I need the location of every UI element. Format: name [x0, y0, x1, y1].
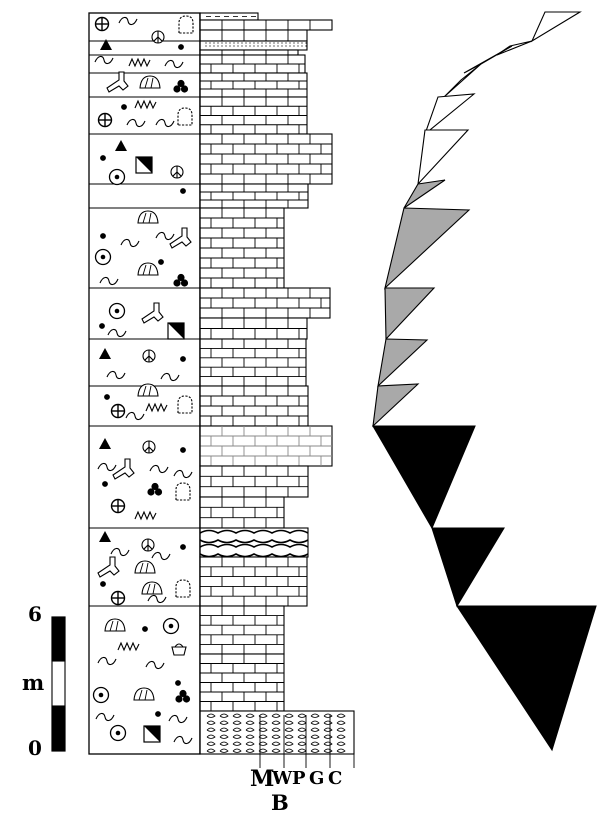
legend-p: P [292, 770, 306, 788]
lithology-bed [200, 606, 284, 654]
peace-fossil-icon [143, 441, 155, 453]
lithology-bed [200, 134, 332, 184]
peace-fossil-icon [143, 350, 155, 362]
scale-top-label: 6 [28, 604, 42, 624]
lithology-bed [200, 50, 298, 55]
lithology-bed [200, 208, 284, 288]
lithology-bed [200, 97, 307, 134]
plus-fossil-icon [112, 592, 125, 605]
lithology-bed [200, 528, 308, 557]
plus-fossil-icon [112, 500, 125, 513]
plus-fossil-icon [96, 18, 109, 31]
dot-fossil-icon [104, 394, 110, 400]
dot-fossil-icon [100, 155, 106, 161]
lithology-bed [200, 288, 330, 318]
lithology-bed [200, 318, 307, 339]
plus-fossil-icon [99, 114, 112, 127]
fossil-column [89, 13, 200, 754]
cycle-black-3 [457, 606, 596, 750]
lithology-bed [200, 20, 332, 30]
scale-unit-label: m [22, 672, 44, 693]
cycle-gray-1 [404, 180, 445, 208]
dot-fossil-icon [102, 481, 108, 487]
grain-size-legend: M W P G C [250, 770, 370, 790]
dot-fossil-icon [121, 104, 127, 110]
dot-fossil-icon [178, 44, 184, 50]
lithology-column [200, 13, 354, 754]
cycle-gray-5 [373, 384, 418, 426]
cycle-white-3 [464, 46, 512, 73]
halfsq-fossil-icon [168, 323, 184, 339]
cycle-white-6 [418, 130, 468, 184]
peace-fossil-icon [171, 166, 183, 178]
lithology-bed [200, 466, 308, 497]
dot-fossil-icon [155, 711, 161, 717]
cycle-black-1 [373, 426, 475, 528]
legend-m: M [250, 768, 274, 790]
lithology-bed [200, 497, 284, 528]
scale-bottom-label: 0 [28, 738, 42, 758]
peace-fossil-icon [152, 31, 164, 43]
scale-bar [52, 617, 65, 751]
dot-fossil-icon [100, 581, 106, 587]
target-fossil-icon [110, 170, 125, 185]
lithology-bed [200, 426, 332, 466]
arch-fossil-icon [178, 108, 192, 125]
legend-c: C [328, 770, 342, 788]
dot-fossil-icon [142, 626, 148, 632]
lithology-bed [200, 711, 354, 754]
halfsq-fossil-icon [136, 157, 152, 173]
dot-fossil-icon [158, 259, 164, 265]
dot-fossil-icon [175, 680, 181, 686]
cycle-triangles [373, 12, 596, 750]
lithology-bed [200, 654, 284, 711]
lithology-bed [200, 41, 307, 50]
arch-fossil-icon [178, 396, 192, 413]
peace-fossil-icon [142, 539, 154, 551]
arch-fossil-icon [176, 483, 190, 500]
lithology-bed [200, 339, 306, 386]
plus-fossil-icon [112, 405, 125, 418]
dot-fossil-icon [180, 188, 186, 194]
arch-fossil-icon [179, 16, 193, 33]
legend-title: B [271, 792, 289, 813]
cycle-gray-4 [378, 339, 427, 386]
cycle-white-5 [425, 94, 474, 134]
arch-fossil-icon [176, 580, 190, 597]
lithology-bed [200, 73, 307, 97]
halfsq-fossil-icon [144, 726, 160, 742]
lithology-bed [200, 13, 258, 20]
target-fossil-icon [164, 619, 179, 634]
cycle-white-2 [497, 41, 532, 55]
dot-fossil-icon [100, 233, 106, 239]
dot-fossil-icon [180, 544, 186, 550]
target-fossil-icon [111, 726, 126, 741]
cycle-white-4 [444, 64, 481, 97]
dot-fossil-icon [99, 323, 105, 329]
target-fossil-icon [110, 304, 125, 319]
lithology-bed [200, 184, 308, 208]
cycle-gray-2 [385, 208, 469, 288]
cycle-gray-3 [385, 288, 434, 339]
legend-w: W [272, 770, 292, 788]
dot-fossil-icon [180, 356, 186, 362]
lithology-bed [200, 557, 307, 606]
target-fossil-icon [94, 688, 109, 703]
legend-g: G [309, 770, 324, 788]
dot-fossil-icon [180, 447, 186, 453]
cycle-black-2 [432, 528, 504, 606]
target-fossil-icon [96, 250, 111, 265]
lithology-bed [200, 55, 305, 73]
lithology-bed [200, 386, 308, 426]
cycle-white-1 [532, 12, 580, 41]
lithology-bed [200, 30, 307, 41]
